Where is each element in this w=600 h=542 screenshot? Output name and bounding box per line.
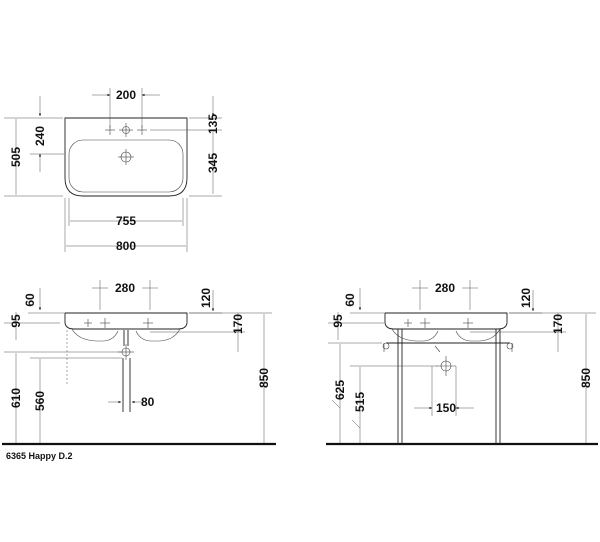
dim-label-800: 800 [116, 239, 136, 253]
dim-label-right-625: 625 [333, 380, 347, 400]
front-view-left: 280 60 95 120 170 61 [2, 280, 276, 461]
dim-label-135: 135 [206, 114, 220, 134]
dim-depth-240: 240 [30, 96, 64, 172]
dim-label-240: 240 [33, 126, 47, 146]
dim-left-170: 170 [150, 313, 245, 352]
dim-left-610: 610 [4, 351, 122, 443]
dim-label-left-80: 80 [141, 395, 155, 409]
dim-left-60: 60 [23, 288, 64, 314]
dim-depth-505: 505 [4, 117, 63, 197]
dim-label-left-95: 95 [9, 314, 23, 328]
tap-holes [105, 123, 147, 137]
dim-tap-135: 135 [150, 96, 222, 134]
dim-right-850: 850 [509, 312, 596, 443]
dim-right-515: 515 [350, 365, 438, 443]
dim-label-345: 345 [206, 153, 220, 173]
dim-left-120: 120 [189, 288, 222, 314]
dim-label-right-850: 850 [579, 368, 593, 388]
dim-right-150: 150 [414, 366, 474, 416]
console-legs [397, 329, 501, 444]
dim-left-560: 560 [30, 357, 122, 443]
dim-tap-345: 345 [189, 132, 222, 197]
dim-left-850: 850 [189, 312, 272, 443]
dim-label-right-280: 280 [435, 281, 455, 295]
dim-right-60: 60 [343, 288, 384, 314]
dim-label-right-150: 150 [436, 401, 456, 415]
dim-label-left-610: 610 [9, 388, 23, 408]
front-view-right: 280 60 95 625 515 [326, 280, 598, 446]
dim-label-755: 755 [116, 214, 136, 228]
top-view-basin-outline [64, 117, 188, 197]
trap-left [118, 330, 134, 412]
dim-label-200: 200 [116, 88, 136, 102]
dim-label-505: 505 [9, 147, 23, 167]
drawing-title: 6365 Happy D.2 [6, 451, 73, 461]
dim-width-755: 755 [68, 198, 184, 228]
dim-right-280: 280 [412, 280, 478, 310]
dim-right-625: 625 [328, 342, 382, 443]
dim-label-left-280: 280 [115, 281, 135, 295]
drain-hole [118, 149, 134, 165]
dim-spacing-200: 200 [92, 88, 160, 128]
front-basin-left [64, 312, 188, 330]
dim-label-right-515: 515 [353, 392, 367, 412]
drain-right [434, 345, 456, 376]
dim-label-left-170: 170 [231, 314, 245, 334]
dim-right-170: 170 [470, 313, 566, 352]
dim-label-right-120: 120 [519, 288, 533, 308]
dim-label-left-60: 60 [23, 293, 37, 307]
dim-label-left-850: 850 [257, 368, 271, 388]
top-view-inner-bowl [68, 139, 184, 193]
dim-right-120: 120 [509, 288, 542, 314]
dim-label-left-120: 120 [199, 288, 213, 308]
top-view: 200 505 240 135 345 [4, 88, 222, 253]
dim-left-80: 80 [108, 395, 155, 409]
dim-label-right-60: 60 [343, 293, 357, 307]
dim-left-95: 95 [4, 312, 60, 340]
towel-rail [382, 342, 514, 352]
dim-label-right-170: 170 [551, 314, 565, 334]
dim-left-280: 280 [92, 280, 158, 310]
dim-label-right-95: 95 [331, 314, 345, 328]
dim-right-95: 95 [328, 312, 384, 340]
dim-label-left-560: 560 [33, 391, 47, 411]
front-basin-right [384, 312, 508, 330]
dim-width-800: 800 [64, 198, 188, 253]
